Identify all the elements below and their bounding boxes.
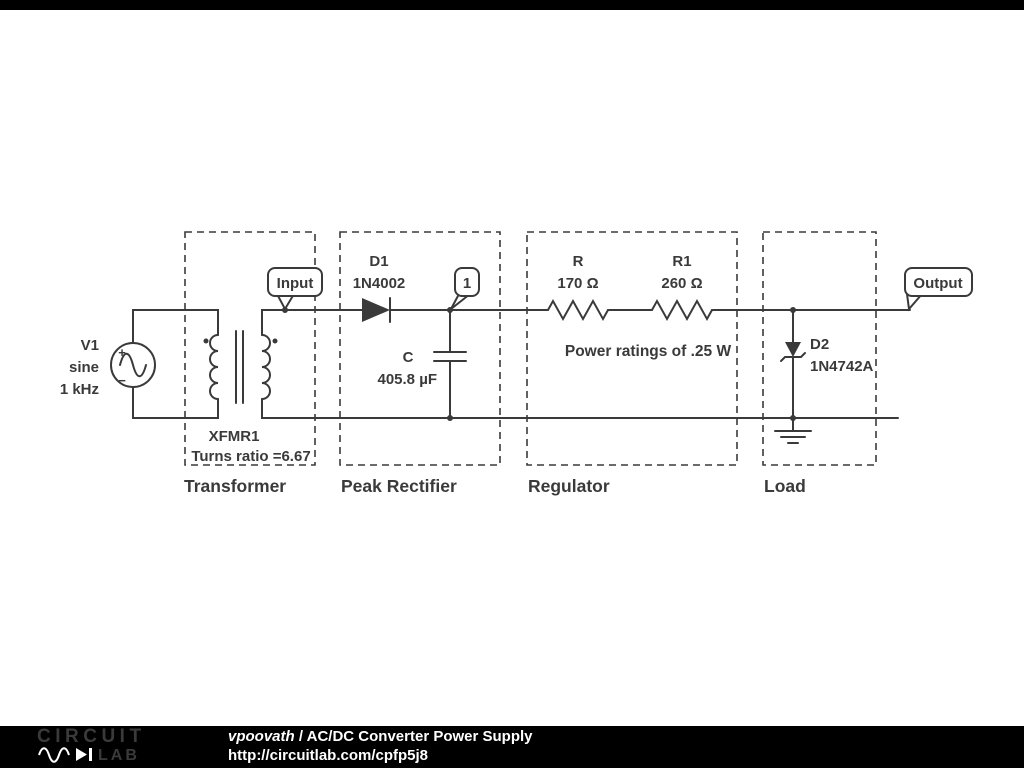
section-box-transformer (184, 231, 316, 466)
section-label-peak-rectifier: Peak Rectifier (341, 476, 457, 496)
zener-name-label: D2 (810, 336, 829, 353)
wire-secondary-to-diode (261, 309, 363, 336)
transformer-ratio-label: Turns ratio =6.67 (191, 448, 310, 465)
ground-symbol[interactable] (774, 417, 812, 444)
section-label-regulator: Regulator (528, 476, 610, 496)
diode-part-label: 1N4002 (353, 275, 406, 292)
output-flag-tail (906, 293, 923, 312)
power-rating-note: Power ratings of .25 W (565, 343, 732, 360)
footer-text: vpoovath / AC/DC Converter Power Supply … (228, 728, 533, 766)
capacitor-c[interactable]: C 405.8 µF (377, 349, 467, 388)
resistor-r1[interactable]: R1 260 Ω (651, 253, 713, 322)
top-letterbox-bar (0, 0, 1024, 10)
source-frequency-label: 1 kHz (60, 381, 99, 398)
resistor-name-label: R (573, 253, 584, 270)
junction-dots (282, 307, 796, 421)
input-flag-box (267, 267, 323, 297)
node-flag-1[interactable]: 1 (450, 267, 480, 310)
node-dot-zener-top (790, 307, 796, 313)
circuitlab-logo: CIRCUIT LAB (36, 726, 196, 768)
output-flag-box (904, 267, 973, 297)
footer-bar: CIRCUIT LAB vpoovath / AC/DC Converter P… (0, 726, 1024, 768)
footer-separator: / (294, 728, 307, 746)
output-flag[interactable]: Output (904, 267, 973, 312)
wire-source-to-primary-top (132, 309, 219, 344)
capacitor-name-label: C (403, 349, 414, 366)
diode-triangle (362, 298, 390, 322)
logo-text-lab: LAB (98, 747, 140, 764)
resistor-zigzag (547, 298, 609, 322)
footer-username: vpoovath (228, 728, 295, 746)
source-minus-sign: − (118, 373, 126, 388)
input-flag-label: Input (277, 275, 314, 292)
zener-triangle (785, 342, 801, 357)
section-label-transformer: Transformer (184, 476, 286, 496)
section-box-peak-rectifier (339, 231, 501, 466)
zener-d2[interactable]: D2 1N4742A (780, 336, 874, 375)
section-box-load (762, 231, 877, 466)
node-dot-cap-bottom (447, 415, 453, 421)
transformer-name-label: XFMR1 (209, 428, 260, 445)
footer-circuit-title: AC/DC Converter Power Supply (306, 728, 533, 746)
capacitor-value-label: 405.8 µF (377, 371, 437, 388)
transformer-core (235, 330, 244, 404)
voltage-source-v1[interactable]: + − V1 sine 1 kHz (60, 337, 156, 398)
input-flag-tail (276, 293, 295, 312)
node-flag-box (454, 267, 480, 297)
footer-title-line: vpoovath / AC/DC Converter Power Supply (228, 728, 533, 747)
wire-primary-bottom-to-source (132, 386, 219, 419)
input-flag[interactable]: Input (267, 267, 323, 312)
diode-name-label: D1 (369, 253, 388, 270)
primary-coil (209, 334, 219, 400)
node-flag-tail (450, 293, 471, 310)
resistor-name-label: R1 (672, 253, 691, 270)
resistor-value-label: 170 Ω (557, 275, 598, 292)
secondary-polarity-dot (272, 338, 278, 344)
footer-url-link[interactable]: http://circuitlab.com/cpfp5j8 (228, 747, 429, 764)
logo-text-circuit: CIRCUIT (37, 726, 146, 747)
secondary-coil (261, 334, 271, 400)
logo-play-icon (76, 747, 87, 761)
diode-d1[interactable]: D1 1N4002 (353, 253, 406, 323)
node-flag-label: 1 (463, 275, 471, 292)
sine-wave-icon (119, 352, 147, 378)
output-flag-label: Output (913, 275, 962, 292)
logo-sine-icon (38, 746, 70, 763)
source-name-label: V1 (81, 337, 99, 354)
transformer-xfmr1[interactable]: XFMR1 Turns ratio =6.67 (191, 330, 311, 465)
zener-part-label: 1N4742A (810, 358, 874, 375)
logo-bar-icon (89, 747, 92, 761)
section-labels: Transformer Peak Rectifier Regulator Loa… (184, 476, 806, 496)
primary-polarity-dot (203, 338, 209, 344)
section-box-regulator (526, 231, 738, 466)
resistor-zigzag (651, 298, 713, 322)
resistor-value-label: 260 Ω (661, 275, 702, 292)
source-circle (110, 342, 156, 388)
zener-cathode-bar (780, 352, 806, 362)
source-plus-sign: + (118, 345, 126, 360)
wires (132, 309, 911, 419)
source-waveform-label: sine (69, 359, 99, 376)
wire-bottom-rail (261, 398, 899, 419)
resistor-r[interactable]: R 170 Ω (547, 253, 609, 322)
section-label-load: Load (764, 476, 806, 496)
